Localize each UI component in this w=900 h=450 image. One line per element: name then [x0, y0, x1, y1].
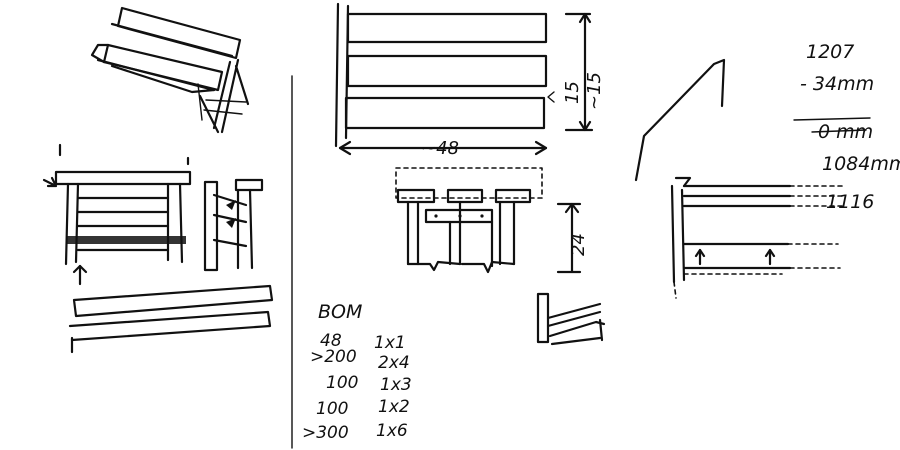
- leg-detail-sketch: [395, 167, 582, 274]
- seat-depth-label: 15: [562, 81, 583, 104]
- seat-width-label: ~48: [421, 138, 459, 159]
- bom-row-qty: 48: [320, 331, 342, 351]
- seat-top-view: [334, 2, 594, 156]
- bench-side-view: [203, 178, 264, 272]
- calc-line-2: - 34mm: [800, 73, 874, 95]
- loose-boards: [68, 284, 274, 354]
- bom-row-size: 1x1: [374, 333, 406, 353]
- wall-profile-sketch: [634, 58, 843, 299]
- calc-line-5: 1116: [826, 191, 874, 213]
- perspective-bench-sketch: [90, 6, 250, 134]
- bom-row-qty: 100: [316, 399, 348, 419]
- calc-line-4: 1084mm: [822, 153, 900, 175]
- calc-line-1: 1207: [806, 41, 854, 63]
- bom-row-size: 2x4: [378, 353, 410, 373]
- calculation-notes: 1207 - 34mm 0 mm 1084mm 1116: [793, 41, 900, 213]
- bom-row-qty: >300: [302, 423, 349, 443]
- bench-front-view: [42, 143, 192, 286]
- bom-row-qty: >200: [310, 347, 357, 367]
- bom-section: BOM 48 1x1 >200 2x4 100 1x3 100 1x2 >300…: [291, 75, 412, 449]
- seat-depth-label-approx: ~15: [584, 72, 605, 110]
- bom-title: BOM: [318, 301, 362, 323]
- bom-row-size: 1x6: [376, 421, 408, 441]
- corner-detail-sketch: [536, 292, 606, 346]
- bom-row-size: 1x3: [380, 375, 412, 395]
- bom-row-size: 1x2: [378, 397, 410, 417]
- leg-height-label: 24: [568, 233, 589, 256]
- bom-row-qty: 100: [326, 373, 358, 393]
- calc-line-3-struck: 0 mm: [818, 121, 873, 143]
